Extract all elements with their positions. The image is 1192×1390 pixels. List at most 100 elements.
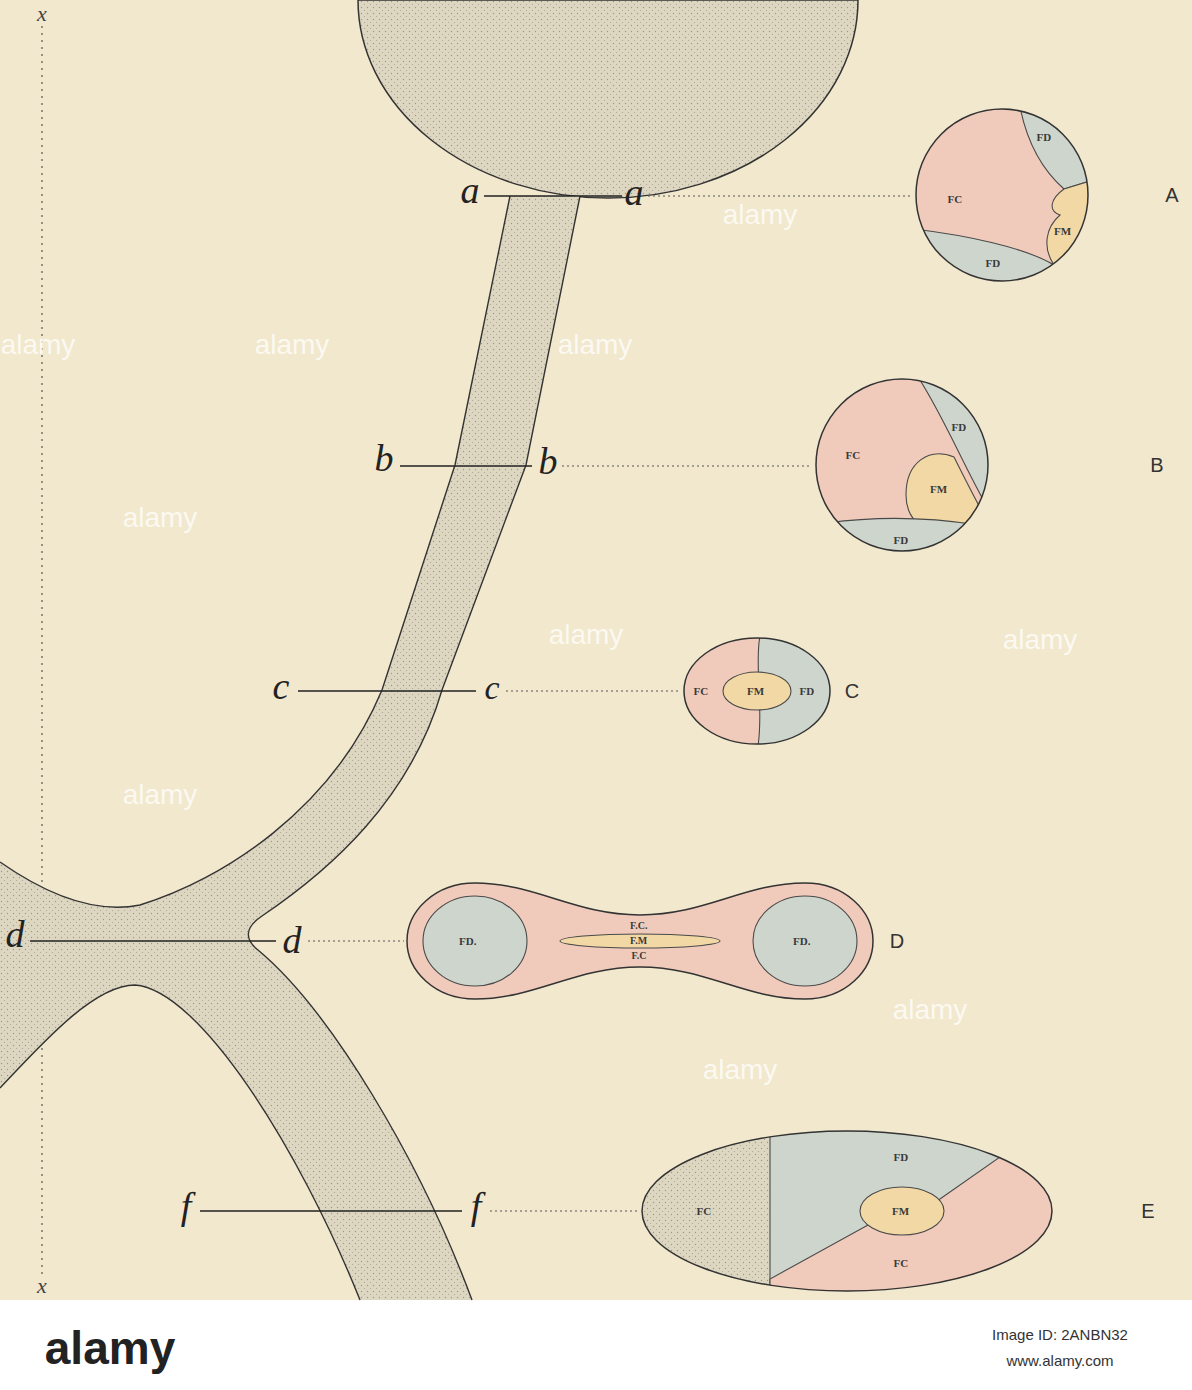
stock-banner	[0, 1300, 1192, 1390]
fascicle-label-box: FC	[696, 1206, 715, 1217]
fascicle-label-box: FD	[893, 1152, 912, 1163]
fascicle-name: FM	[747, 685, 764, 697]
fascicle-label-box: FC	[693, 686, 712, 697]
fascicle-label-box: FD	[985, 258, 1004, 269]
section-letter: f	[471, 1187, 482, 1225]
leader-lines	[308, 196, 912, 1211]
fascicle-name: FM	[930, 483, 947, 495]
section-shape	[914, 107, 1090, 283]
fascicle-name: FD.	[459, 935, 476, 947]
section-outline	[642, 1131, 1052, 1291]
section-letter: c	[484, 671, 499, 705]
section-letter: x	[37, 3, 47, 25]
fascicle-region	[1047, 181, 1090, 283]
fascicle-region	[814, 518, 990, 553]
fascicle-name: FD	[1037, 131, 1052, 143]
fascicle-label-box: F.C	[631, 951, 650, 961]
fascicle-label-box: FD	[893, 535, 912, 546]
fascicle-name: FC	[846, 449, 861, 461]
fascicle-name: FD	[986, 257, 1001, 269]
fascicle-label-box: F.C.	[629, 921, 651, 931]
watermark: alamy	[893, 996, 968, 1024]
section-letter: d	[6, 915, 25, 953]
watermark: alamy	[1, 331, 76, 359]
watermark: alamy	[45, 1325, 175, 1371]
section-outline	[407, 883, 873, 999]
fascicle-label-box: FC	[947, 194, 966, 205]
fascicle-region	[684, 638, 830, 744]
fascicle-region	[423, 896, 527, 986]
fascicle-region	[860, 1187, 944, 1235]
section-letter: x	[37, 1275, 47, 1297]
fascicle-region	[560, 934, 720, 948]
watermark: alamy	[123, 504, 198, 532]
fascicle-name: FM	[1054, 225, 1071, 237]
fascicle-label-box: F.M	[629, 936, 651, 946]
fascicle-name: FC	[694, 685, 709, 697]
fascicle-label-box: FM	[929, 484, 951, 495]
fascicle-region	[1020, 107, 1090, 189]
fascicle-name: FD.	[793, 935, 810, 947]
watermark: alamy	[703, 1056, 778, 1084]
fascicle-name: FD	[800, 685, 815, 697]
cross-section: BFDFCFMFD	[814, 377, 990, 553]
fascicle-region	[723, 672, 791, 710]
band-edge	[0, 985, 360, 1300]
fascicle-region	[770, 1143, 1055, 1293]
fascicle-label-box: FC	[893, 1258, 912, 1269]
fascicle-region	[407, 883, 873, 999]
section-letter: a	[461, 171, 480, 209]
fascicle-name: F.M	[630, 935, 647, 946]
fascicle-label-box: FD.	[792, 936, 814, 947]
section-label: C	[845, 680, 859, 703]
band-edge	[0, 196, 510, 907]
upper-mass	[358, 0, 858, 198]
fascicle-label-box: FD	[951, 422, 970, 433]
cross-section: CFCFMFD	[682, 636, 832, 746]
section-label: A	[1165, 184, 1178, 207]
watermark: www.alamy.com	[1006, 1353, 1113, 1368]
fascicle-label-box: FM	[1053, 226, 1075, 237]
section-label: B	[1150, 454, 1163, 477]
midline-axis	[41, 26, 42, 1274]
fascicle-label-box: FD	[799, 686, 818, 697]
fascicle-label-box: FD	[1036, 132, 1055, 143]
watermark: Image ID: 2ANBN32	[992, 1327, 1128, 1342]
fascicle-name: FD	[952, 421, 967, 433]
watermark: alamy	[723, 201, 798, 229]
section-letter: b	[539, 442, 558, 480]
watermark: alamy	[549, 621, 624, 649]
nerve-band	[0, 196, 580, 1300]
fascicle-name: FM	[892, 1205, 909, 1217]
section-outline	[816, 379, 988, 551]
band-edge	[248, 196, 580, 1300]
fascicle-name: F.C	[632, 950, 647, 961]
fascicle-name: F.C.	[630, 920, 647, 931]
section-outline	[916, 109, 1088, 281]
section-letter: b	[375, 439, 394, 477]
section-label: D	[890, 930, 904, 953]
section-lines	[30, 196, 622, 1211]
cross-section: DFD.F.C.F.MF.CFD.	[405, 881, 875, 1001]
fascicle-label-box: FC	[845, 450, 864, 461]
section-letter: d	[283, 921, 302, 959]
cross-section: EFCFDFMFC	[640, 1129, 1055, 1293]
watermark: alamy	[558, 331, 633, 359]
fascicle-region	[753, 896, 857, 986]
fascicle-name: FD	[894, 1151, 909, 1163]
fascicle-name: FD	[894, 534, 909, 546]
section-label: E	[1141, 1200, 1154, 1223]
watermark: alamy	[1003, 626, 1078, 654]
section-letter: f	[181, 1187, 192, 1225]
watermark: alamy	[255, 331, 330, 359]
section-letter: a	[625, 173, 644, 211]
section-outline	[684, 638, 830, 744]
fascicle-name: FC	[948, 193, 963, 205]
section-letter: c	[273, 667, 290, 705]
fascicle-name: FC	[894, 1257, 909, 1269]
fascicle-label-box: FM	[891, 1206, 913, 1217]
fascicle-region	[906, 454, 990, 527]
fascicle-label-box: FD.	[458, 936, 480, 947]
cross-section: AFDFCFMFD	[914, 107, 1090, 283]
section-shape	[814, 377, 990, 553]
